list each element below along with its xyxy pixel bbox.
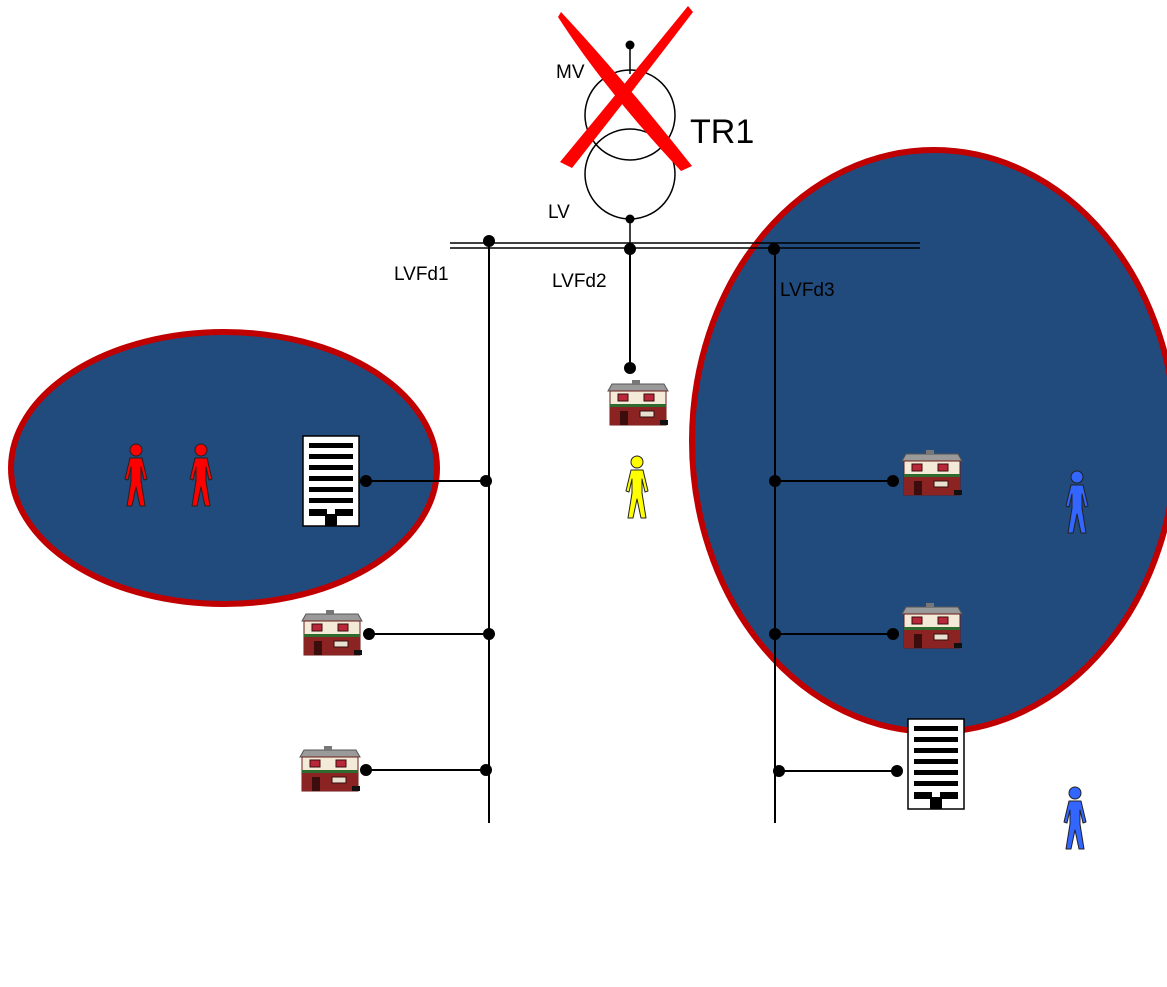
person-icon bbox=[625, 455, 649, 519]
cross-icon bbox=[558, 6, 693, 171]
feeder-lvfd1 bbox=[360, 235, 495, 823]
lv-label: LV bbox=[548, 202, 570, 223]
house-icon bbox=[901, 449, 963, 496]
feeder-label-lvfd3: LVFd3 bbox=[780, 280, 835, 301]
building-icon bbox=[907, 718, 965, 810]
building-icon bbox=[302, 435, 360, 527]
person-icon bbox=[1063, 786, 1087, 850]
transformer-label: TR1 bbox=[690, 113, 754, 151]
house-icon bbox=[901, 602, 963, 649]
feeder-lvfd3 bbox=[768, 243, 903, 823]
house-icon bbox=[301, 609, 363, 656]
feeder-label-lvfd2: LVFd2 bbox=[552, 271, 607, 292]
feeder-lvfd2 bbox=[624, 243, 636, 374]
lv-busbar bbox=[450, 242, 920, 249]
feeder-label-lvfd1: LVFd1 bbox=[394, 264, 449, 285]
house-icon bbox=[607, 379, 669, 426]
house-icon bbox=[299, 745, 361, 792]
island-left bbox=[8, 329, 440, 607]
transformer-icon bbox=[584, 40, 676, 247]
mv-label: MV bbox=[556, 62, 585, 83]
